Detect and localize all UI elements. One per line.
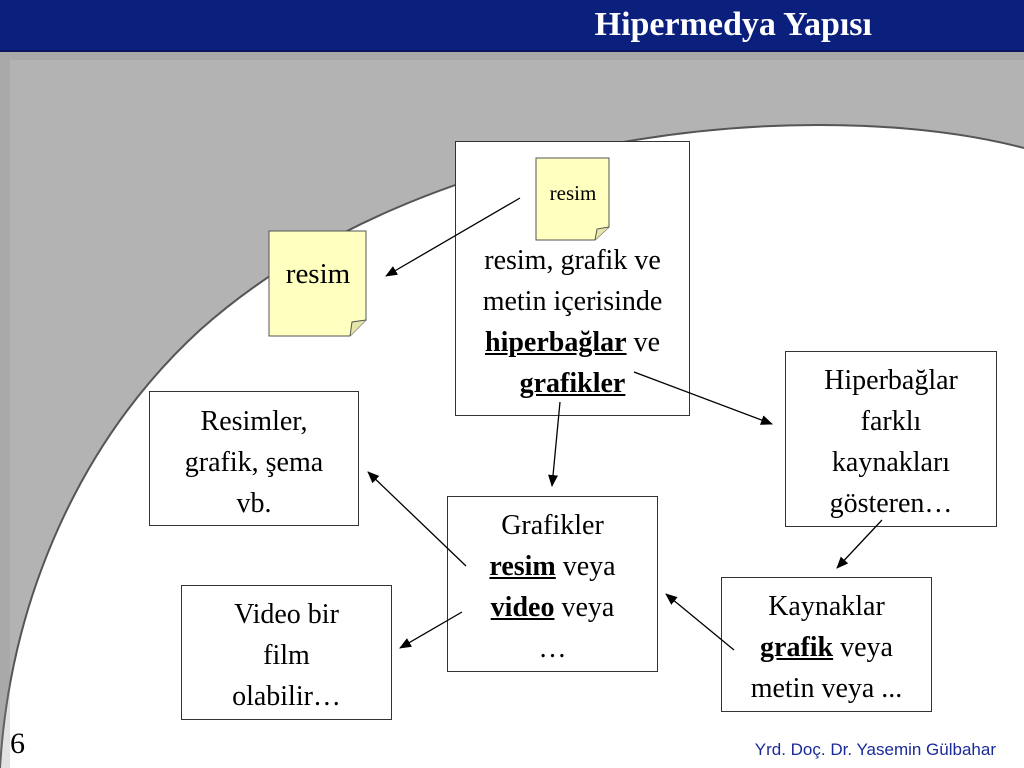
box-graphics-line1: Grafikler <box>501 510 604 541</box>
note-large-icon <box>268 230 367 337</box>
note-small-icon <box>535 157 610 241</box>
box-images: Resimler, grafik, şema vb. <box>149 391 359 526</box>
box-graphics-after2: veya <box>554 592 615 623</box>
box-images-line1: Resimler, <box>200 406 308 437</box>
box-resources-bold1: grafik <box>760 632 834 663</box>
box-resources: Kaynaklar grafik veya metin veya ... <box>721 577 932 712</box>
box-hyperlinks-line2: metin içerisinde <box>482 286 663 317</box>
box-images-line2: grafik, şema <box>184 447 324 478</box>
box-graphics: Grafikler resim veya video veya … <box>447 496 658 672</box>
box-resources-links-line4: gösteren… <box>829 488 953 519</box>
page-number: 6 <box>10 727 25 760</box>
box-resources-links-line3: kaynakları <box>831 447 951 478</box>
box-graphics-line4: … <box>538 633 567 664</box>
box-hyperlinks-line1: resim, grafik ve <box>484 245 661 276</box>
box-hyperlinks-bold2: grafikler <box>519 368 626 399</box>
note-large-label: resim <box>285 258 351 290</box>
box-resources-links-line2: farklı <box>860 406 922 437</box>
box-hyperlinks-line4: grafikler <box>456 363 689 404</box>
box-resources-line3: metin veya ... <box>750 673 903 704</box>
slide-title: Hipermedya Yapısı <box>594 6 872 43</box>
box-graphics-line2: resim veya <box>448 546 657 587</box>
box-resources-line2: grafik veya <box>722 627 931 668</box>
box-resources-line1: Kaynaklar <box>768 591 885 622</box>
box-graphics-after1: veya <box>555 551 616 582</box>
note-small-label: resim <box>549 181 597 205</box>
box-video-line3: olabilir… <box>232 681 341 712</box>
box-graphics-line3: video veya <box>448 587 657 628</box>
box-hyperlinks-line3: hiperbağlar ve <box>456 322 689 363</box>
author-footer: Yrd. Doç. Dr. Yasemin Gülbahar <box>754 740 996 759</box>
box-hyperlinks-bold1: hiperbağlar <box>485 327 627 358</box>
box-resources-links: Hiperbağlar farklı kaynakları gösteren… <box>785 351 997 527</box>
box-video-line2: film <box>263 640 310 671</box>
title-bar: Hipermedya Yapısı <box>0 0 1024 52</box>
box-video: Video bir film olabilir… <box>181 585 392 720</box>
box-graphics-bold2: video <box>490 592 555 623</box>
box-video-line1: Video bir <box>234 599 339 630</box>
box-images-line3: vb. <box>236 488 272 519</box>
box-graphics-bold1: resim <box>489 551 556 582</box>
box-hyperlinks-mid: ve <box>626 327 660 358</box>
box-resources-links-line1: Hiperbağlar <box>824 365 958 396</box>
box-resources-after1: veya <box>833 632 893 663</box>
